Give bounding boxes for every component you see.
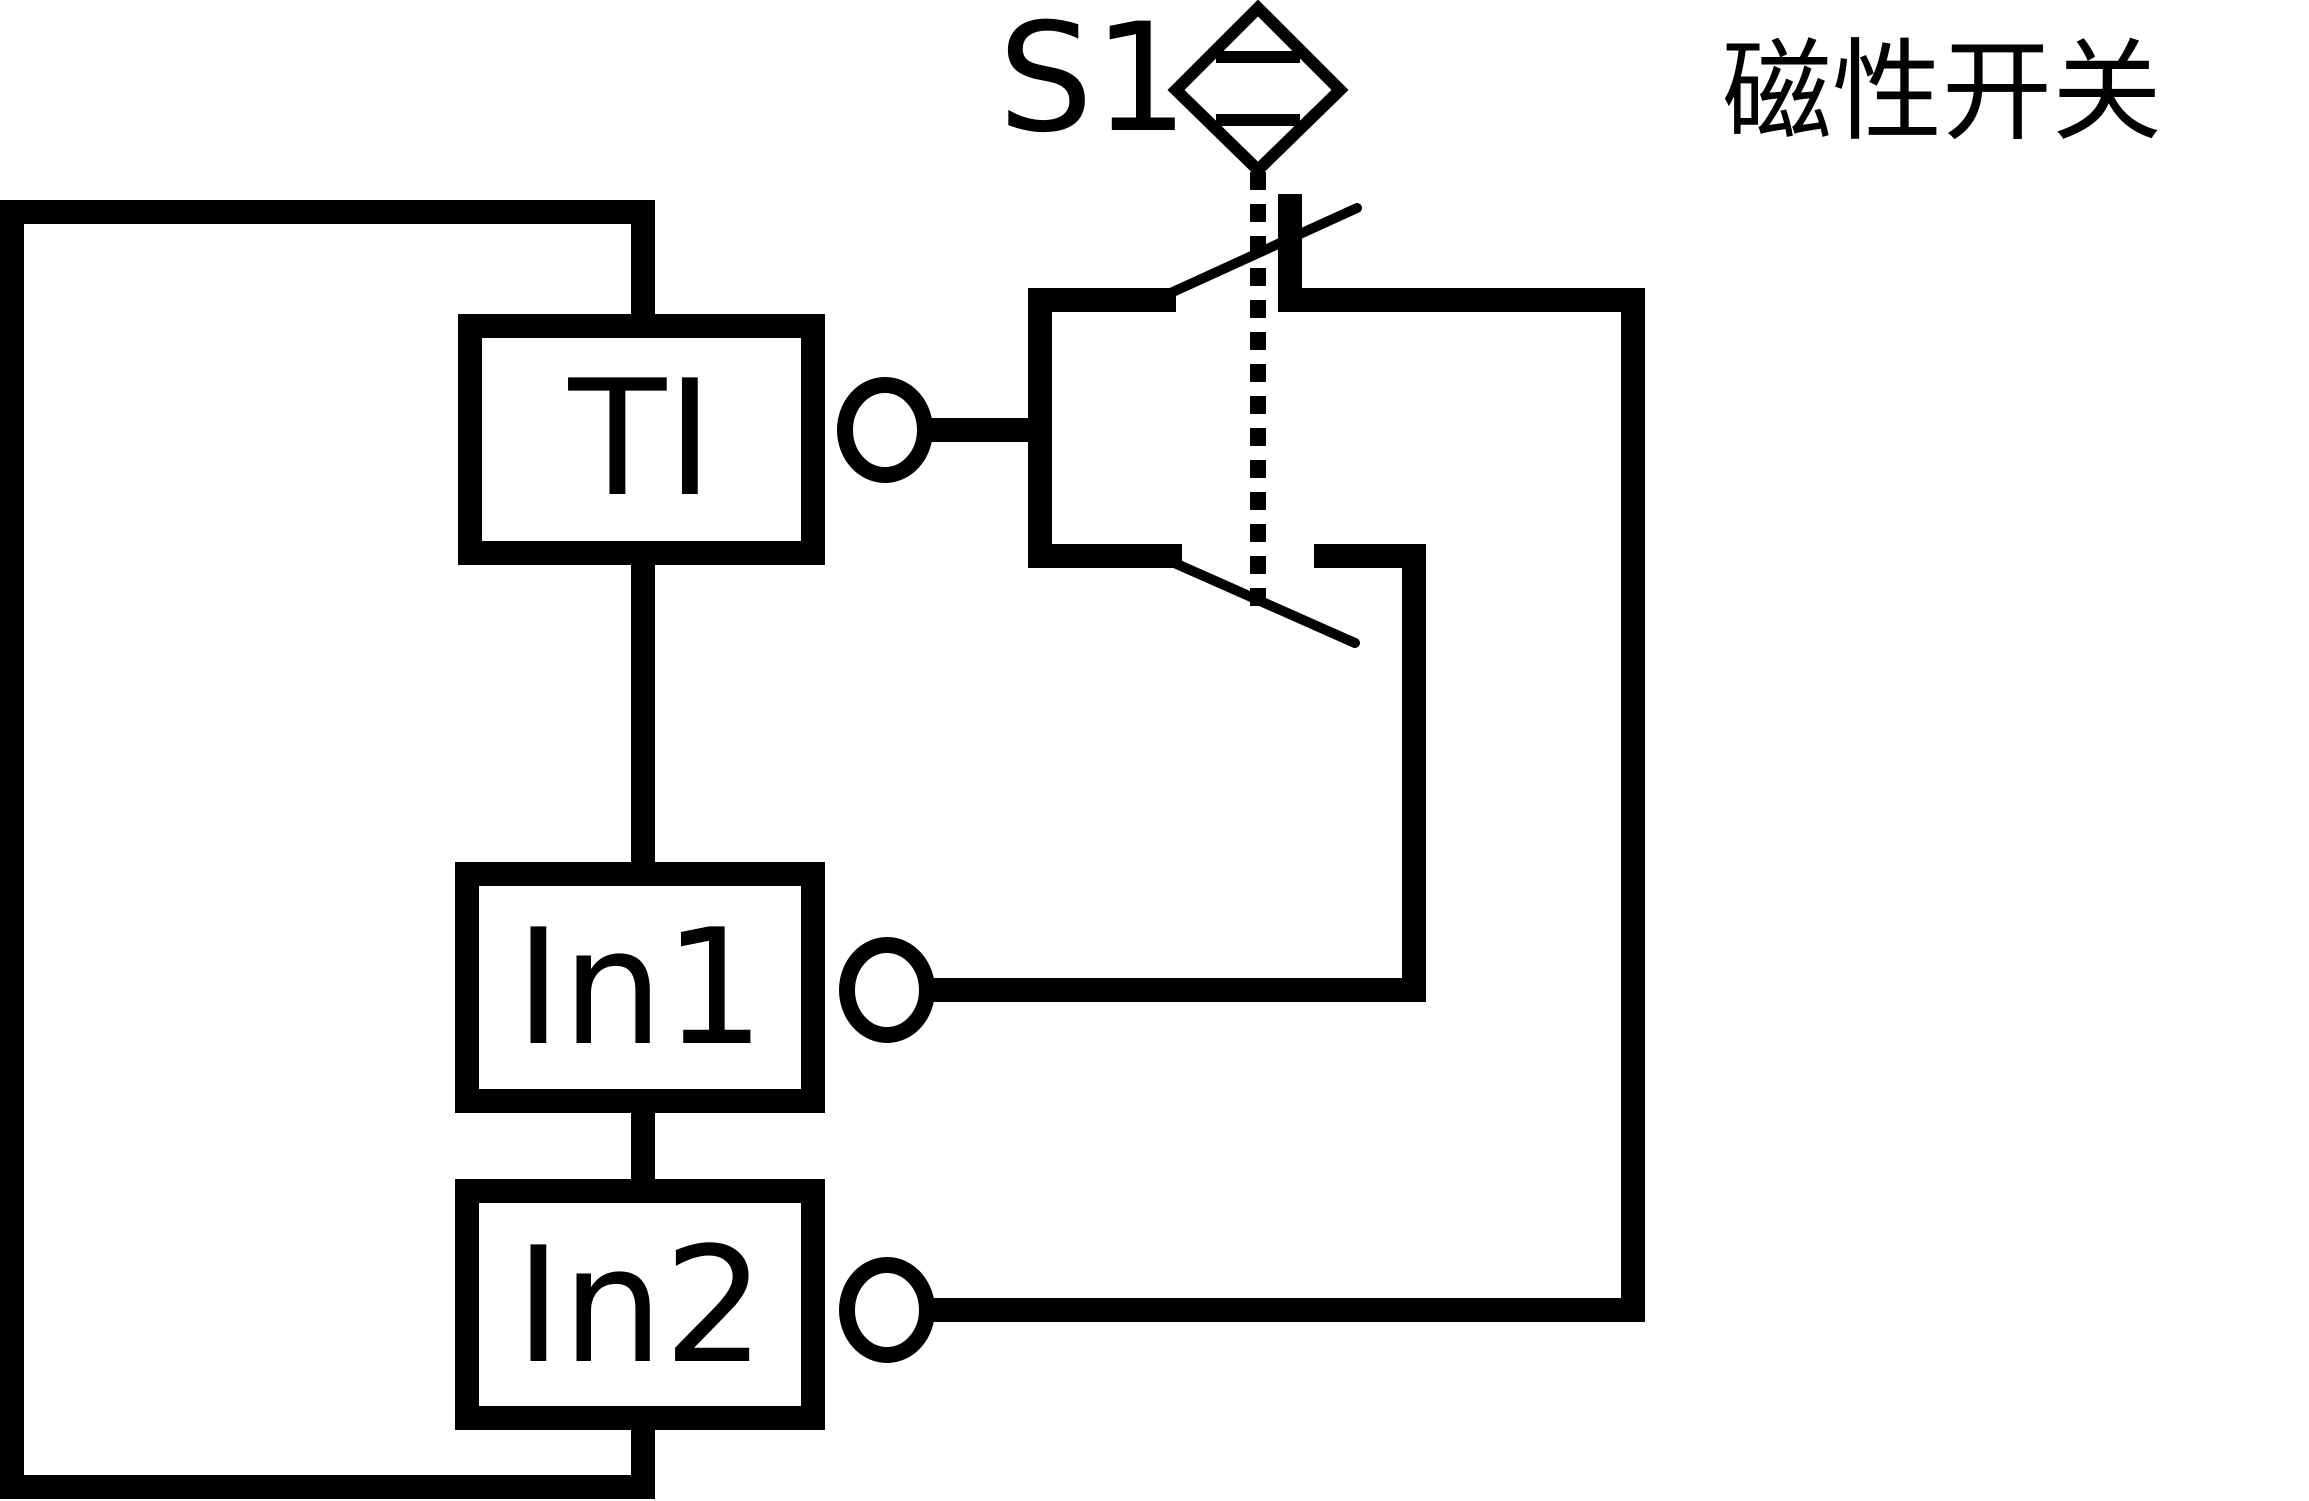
switch-caption-label: 磁性开关 bbox=[1722, 28, 2162, 156]
ti-block-label: TI bbox=[568, 345, 714, 532]
in1-block bbox=[455, 862, 825, 1113]
in1-block-label: In1 bbox=[515, 894, 765, 1081]
switch-id-label: S1 bbox=[998, 0, 1189, 166]
lower-contact-wire bbox=[915, 544, 1426, 1002]
switch-common-wire bbox=[1028, 288, 1182, 568]
left-loop-wire bbox=[0, 200, 655, 1499]
in2-terminal bbox=[839, 1257, 935, 1363]
in2-block-label: In2 bbox=[515, 1212, 765, 1399]
in2-block bbox=[455, 1179, 825, 1430]
ti-block bbox=[458, 314, 825, 565]
upper-contact-wire bbox=[915, 194, 1645, 1322]
ti-terminal bbox=[837, 377, 933, 483]
magnetic-switch-icon bbox=[1167, 0, 1349, 179]
in1-terminal bbox=[839, 937, 935, 1043]
